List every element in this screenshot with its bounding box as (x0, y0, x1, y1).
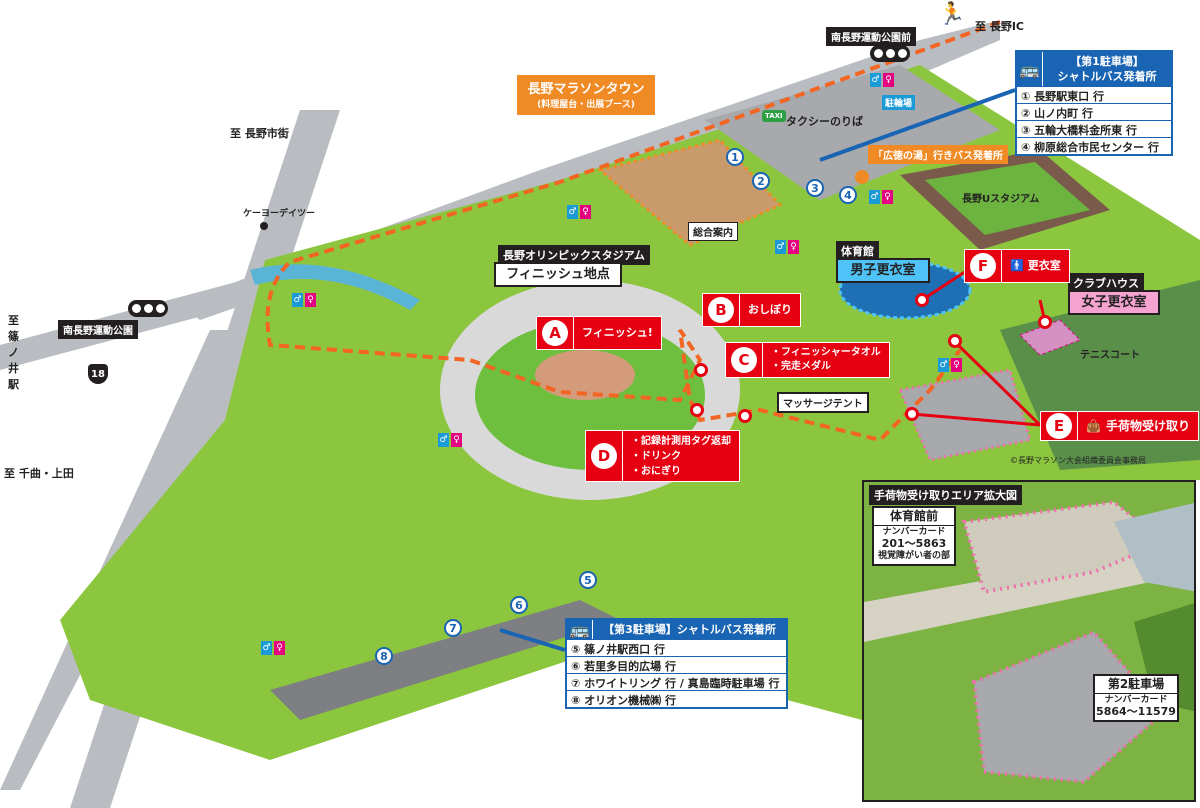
bus-route-row: ② 山ノ内町 行 (1017, 103, 1171, 120)
direction-ic: 至 長野IC (975, 20, 1024, 33)
bus-stop-1: 1 (726, 148, 744, 166)
checkpoint-pin (694, 363, 708, 377)
changing-room-icon: 🚹 (1010, 259, 1024, 272)
inset-title: 手荷物受け取りエリア拡大図 (869, 485, 1022, 505)
bus-route-row: ④ 柳原総合市民センター 行 (1017, 137, 1171, 154)
parking2-range: 5864〜11579 (1096, 705, 1176, 718)
parking3-title: 【第3駐車場】シャトルバス発着所 (603, 623, 776, 636)
parking3-shuttle-box: 🚌 【第3駐車場】シャトルバス発着所 ⑤ 篠ノ井駅西口 行 ⑥ 若里多目的広場 … (565, 618, 788, 709)
keiyo-label: ケーヨーデイツー (243, 209, 316, 219)
traffic-signal-icon (128, 300, 168, 317)
restroom-icon: ♂♀ (775, 240, 799, 254)
signal-label-park: 南長野運動公園 (58, 320, 138, 339)
taxi-icon: TAXI (762, 110, 786, 122)
marathon-town-area (596, 138, 783, 247)
route-18-badge: 18 (88, 364, 108, 384)
bus-route-row: ⑧ オリオン機械㈱ 行 (567, 690, 786, 707)
bus-icon: 🚌 (1017, 52, 1043, 86)
restroom-icon: ♂♀ (567, 205, 591, 219)
olympic-stadium-label: 長野オリンピックスタジアム (498, 245, 650, 265)
baggage-area (897, 368, 1032, 462)
marathon-town-sub: (料理屋台・出展ブース) (537, 100, 635, 110)
direction-chikuma: 至 千曲・上田 (4, 467, 74, 480)
checkpoint-pin (905, 407, 919, 421)
bus-stop-5: 5 (579, 571, 597, 589)
restroom-icon: ♂♀ (292, 293, 316, 307)
parking1-title: 【第1駐車場】 (1070, 55, 1144, 68)
bus-stop-8: 8 (375, 647, 393, 665)
point-f-changing-room: F🚹更衣室 (964, 249, 1070, 283)
gym-front-label: 体育館前 ナンバーカード 201〜5863 視覚障がい者の部 (872, 506, 956, 566)
bus-route-row: ③ 五輪大橋料金所東 行 (1017, 120, 1171, 137)
restroom-icon: ♂♀ (938, 358, 962, 372)
checkpoint-pin (1038, 315, 1052, 329)
bus-route-row: ⑦ ホワイトリング 行 / 真島臨時駐車場 行 (567, 673, 786, 690)
massage-tent-label: マッサージテント (777, 392, 869, 413)
parking1-shuttle-box: 🚌 【第1駐車場】シャトルバス発着所 ① 長野駅東口 行 ② 山ノ内町 行 ③ … (1015, 50, 1173, 156)
point-c-medal: C・フィニッシャータオル・完走メダル (725, 342, 890, 378)
finish-point-label: フィニッシュ地点 (494, 262, 622, 287)
bus-stop-6: 6 (510, 596, 528, 614)
clubhouse-label: クラブハウス (1068, 273, 1144, 293)
checkpoint-pin (690, 403, 704, 417)
signal-label-park-front: 南長野運動公園前 (826, 27, 916, 46)
restroom-icon: ♂♀ (869, 190, 893, 204)
restroom-icon: ♂♀ (870, 73, 894, 87)
bottom-parking (270, 600, 620, 720)
marathon-town-label: 長野マラソンタウン (料理屋台・出展ブース) (517, 75, 655, 115)
traffic-signal-icon (870, 45, 910, 62)
direction-city: 至 長野市街 (230, 127, 289, 140)
bus-route-row: ⑥ 若里多目的広場 行 (567, 656, 786, 673)
info-center-label: 総合案内 (688, 222, 738, 241)
bus-stop-4: 4 (839, 186, 857, 204)
parking2-number-card: ナンバーカード (1104, 695, 1168, 705)
restroom-icon: ♂♀ (438, 433, 462, 447)
bus-stop-3: 3 (806, 179, 824, 197)
bicycle-parking-label: 駐輪場 (882, 95, 916, 110)
copyright: ©長野マラソン大会組織委員会事務局 (1010, 456, 1146, 465)
runner-icon: 🏃 (938, 2, 966, 27)
gym-front-range: 201〜5863 (881, 537, 947, 550)
onsen-bus-stop-icon (855, 170, 869, 184)
gym-label: 体育館 (836, 241, 879, 261)
mens-changing-room-label: 男子更衣室 (836, 258, 930, 283)
point-d-drink: D・記録計測用タグ返却・ドリンク・おにぎり (585, 430, 740, 482)
bus-route-row: ⑤ 篠ノ井駅西口 行 (567, 639, 786, 656)
upper-parking-lot (705, 65, 1000, 200)
baggage-area-inset-map: 手荷物受け取りエリア拡大図 体育館前 ナンバーカード 201〜5863 視覚障が… (862, 480, 1196, 802)
bag-icon: 👜 (1086, 419, 1101, 433)
bus-stop-2: 2 (752, 172, 770, 190)
parking2-label: 第2駐車場 ナンバーカード 5864〜11579 (1093, 674, 1179, 722)
point-e-baggage: E👜手荷物受け取り (1040, 411, 1199, 441)
gym-front-number-card: ナンバーカード (882, 527, 946, 537)
gym-front-visually-impaired: 視覚障がい者の部 (877, 551, 950, 561)
parking1-subtitle: シャトルバス発着所 (1057, 70, 1157, 83)
checkpoint-pin (915, 293, 929, 307)
pond (250, 264, 420, 310)
checkpoint-pin (738, 409, 752, 423)
bus-icon: 🚌 (567, 620, 593, 639)
restroom-icon: ♂♀ (261, 641, 285, 655)
bus-route-row: ① 長野駅東口 行 (1017, 86, 1171, 103)
checkpoint-pin (948, 334, 962, 348)
gym-front-title: 体育館前 (874, 508, 954, 526)
keiyo-dot-icon (260, 222, 268, 230)
inset-illustration (864, 499, 1194, 785)
tennis-court-label: テニスコート (1080, 350, 1140, 361)
parking2-title: 第2駐車場 (1095, 676, 1177, 694)
direction-shinonoi: 至 篠ノ井駅 (8, 314, 19, 391)
bus-stop-7: 7 (444, 619, 462, 637)
clubhouse (1019, 319, 1081, 356)
u-stadium-label: 長野Uスタジアム (962, 194, 1040, 205)
womens-changing-room-label: 女子更衣室 (1068, 290, 1160, 315)
taxi-stand-label: タクシーのりば (786, 115, 863, 128)
onsen-bus-label: 「広徳の湯」行きバス発着所 (868, 145, 1008, 164)
marathon-town-title: 長野マラソンタウン (527, 82, 645, 97)
